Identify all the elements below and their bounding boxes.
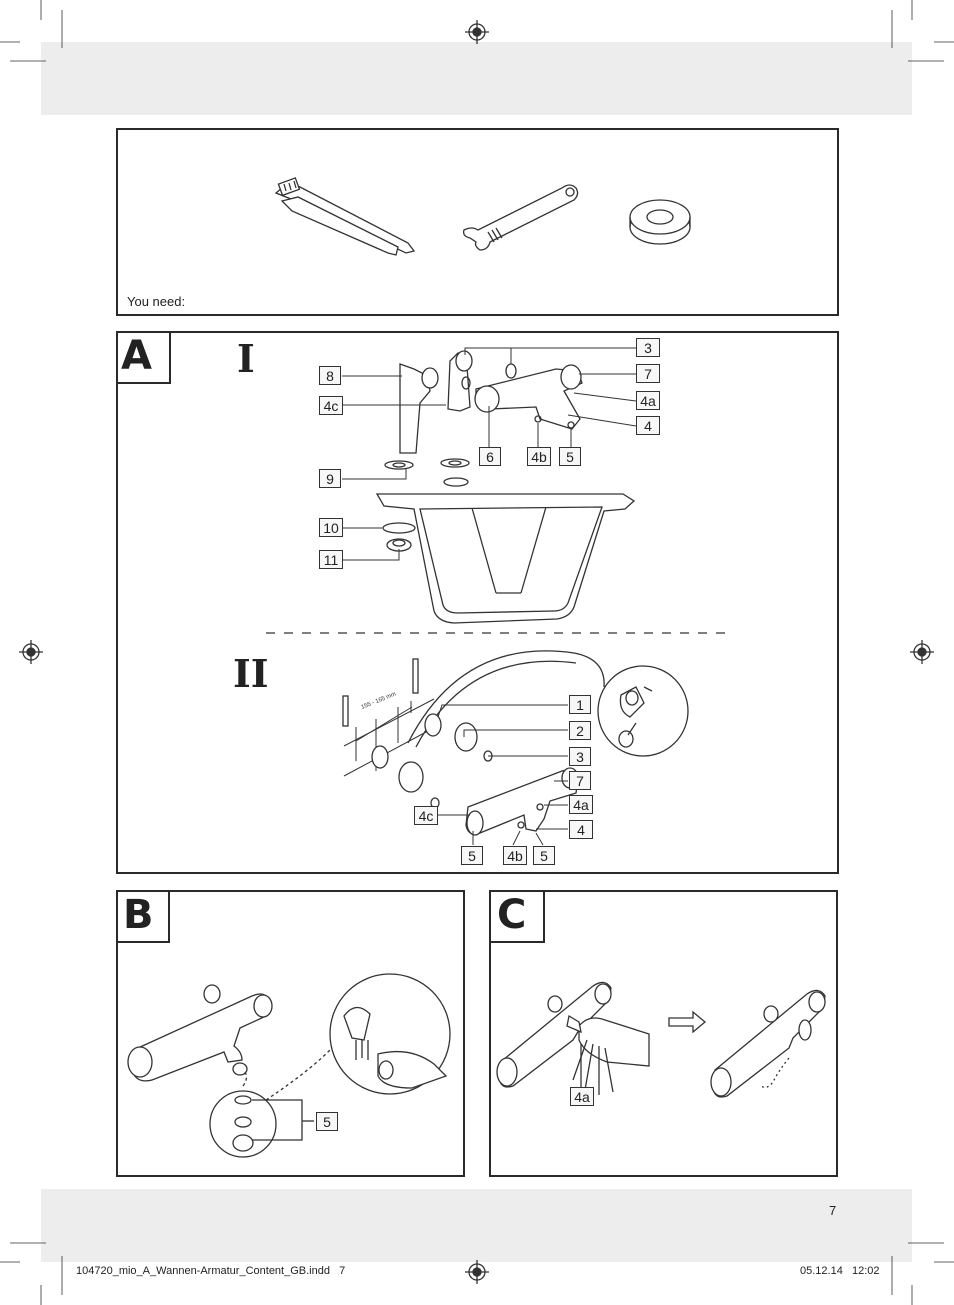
callout-4b-wall: 4b bbox=[503, 846, 527, 865]
section-a-letter: A bbox=[121, 333, 152, 379]
callout-5: 5 bbox=[559, 447, 581, 466]
callout-2: 2 bbox=[569, 721, 591, 740]
section-a-tab bbox=[116, 331, 171, 384]
measurement-label: 155 - 165 mm bbox=[361, 691, 398, 710]
section-c-tab bbox=[489, 890, 545, 943]
callout-4a-selector: 4a bbox=[570, 1087, 594, 1106]
callout-5-aerator: 5 bbox=[316, 1112, 338, 1131]
temperature-selector-diagram bbox=[496, 981, 826, 1098]
step-two-numeral: II bbox=[233, 651, 269, 696]
section-b-letter: B bbox=[123, 892, 154, 938]
step-one-numeral: I bbox=[237, 336, 255, 381]
callout-10: 10 bbox=[319, 518, 343, 537]
you-need-label: You need: bbox=[127, 294, 186, 309]
callout-4-wall: 4 bbox=[569, 820, 593, 839]
page-number: 7 bbox=[829, 1203, 837, 1218]
date-time: 05.12.14 12:02 bbox=[800, 1265, 880, 1277]
callout-4b: 4b bbox=[527, 447, 551, 466]
callout-7-wall: 7 bbox=[569, 771, 591, 790]
callout-1: 1 bbox=[569, 695, 591, 714]
registration-mark-right bbox=[910, 640, 934, 664]
section-c-letter: C bbox=[497, 892, 527, 938]
arrow-right-icon bbox=[668, 1010, 707, 1034]
registration-mark-top bbox=[465, 20, 489, 44]
callout-9: 9 bbox=[319, 469, 341, 488]
bath-mounted-mixer-diagram bbox=[266, 347, 728, 634]
callout-3-wall: 3 bbox=[569, 747, 591, 766]
callout-4a-wall: 4a bbox=[569, 795, 593, 814]
callout-8: 8 bbox=[319, 366, 341, 385]
footer-band bbox=[41, 1189, 912, 1262]
callout-5-wall-left: 5 bbox=[461, 846, 483, 865]
callout-11: 11 bbox=[319, 550, 343, 569]
callout-6: 6 bbox=[479, 447, 501, 466]
registration-mark-bottom bbox=[465, 1260, 489, 1284]
registration-mark-left bbox=[19, 640, 43, 664]
detail-magnifier bbox=[597, 665, 689, 757]
callout-4c-wall: 4c bbox=[414, 806, 438, 825]
wall-mounted-mixer-diagram: 155 - 165 mm bbox=[342, 650, 689, 846]
aerator-cleaning-diagram bbox=[127, 973, 451, 1158]
section-b-tab bbox=[116, 890, 170, 943]
callout-4: 4 bbox=[636, 416, 660, 435]
ptfe-tape-icon bbox=[629, 199, 691, 245]
tools-panel: You need: bbox=[116, 128, 839, 316]
header-band bbox=[41, 42, 912, 115]
callout-5-wall-right: 5 bbox=[533, 846, 555, 865]
file-name: 104720_mio_A_Wannen-Armatur_Content_GB.i… bbox=[76, 1265, 346, 1277]
callout-4c: 4c bbox=[319, 396, 343, 415]
pliers-icon bbox=[274, 177, 416, 256]
adjustable-wrench-icon bbox=[462, 184, 579, 251]
callout-4a: 4a bbox=[636, 391, 660, 410]
callout-7: 7 bbox=[636, 364, 660, 383]
callout-3: 3 bbox=[636, 338, 660, 357]
